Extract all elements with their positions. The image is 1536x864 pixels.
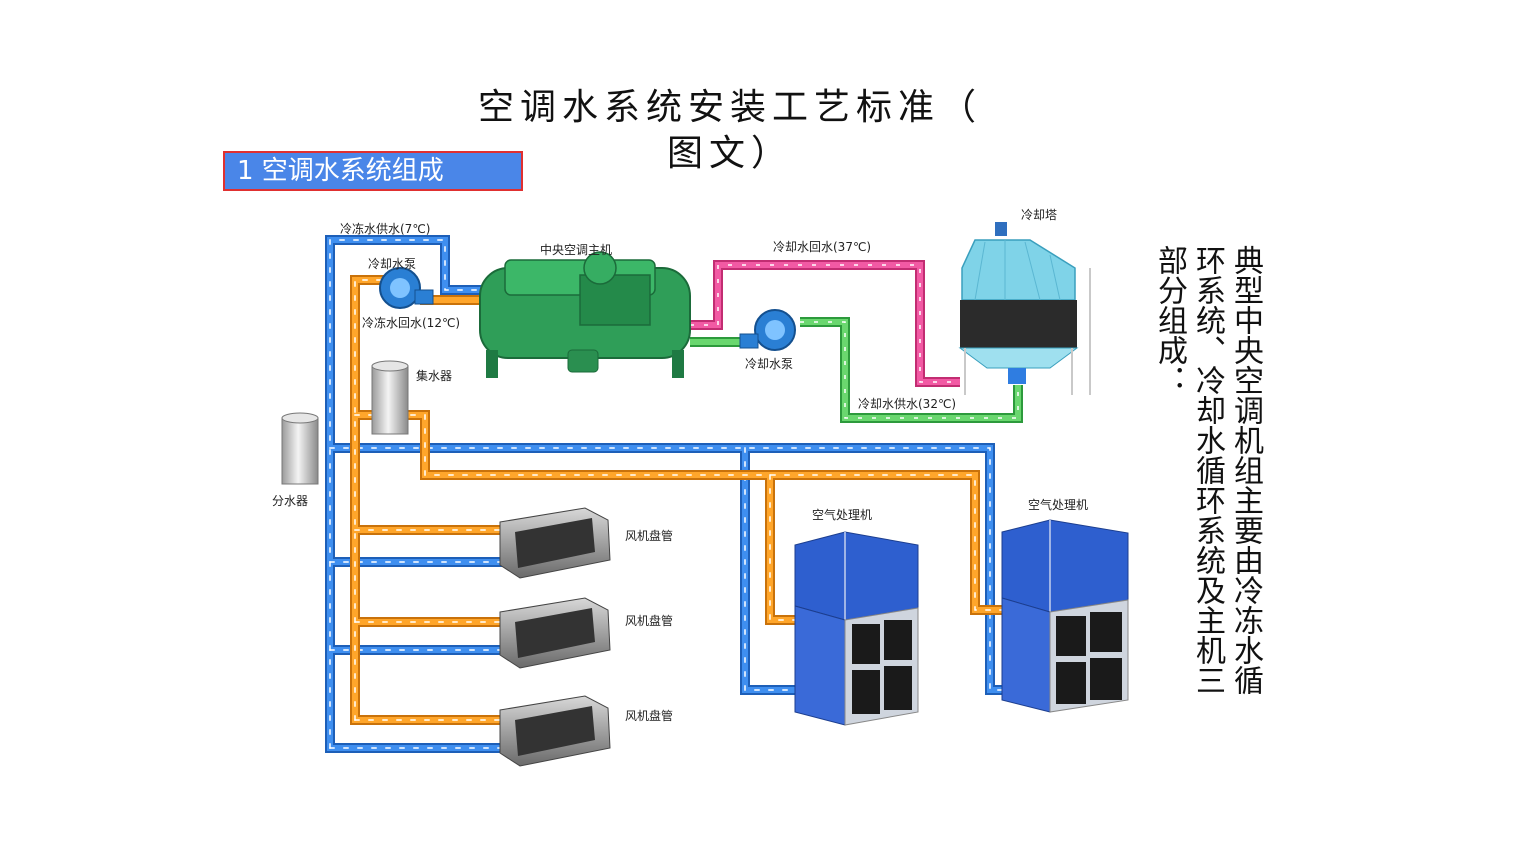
chiller-unit <box>479 251 691 378</box>
label-distributor: 分水器 <box>272 494 308 508</box>
label-cooling-return: 冷却水回水(37℃) <box>773 240 871 254</box>
label-cooling-tower: 冷却塔 <box>1021 208 1057 222</box>
side-description: 典型中央空调机组主要由冷冻水循环系统、冷却水循环系统及主机三部分组成： <box>1152 245 1263 695</box>
section-label: 1 空调水系统组成 <box>223 151 523 191</box>
fan-coil-unit-1 <box>499 507 611 579</box>
return-water-pipes <box>350 275 1035 725</box>
fan-coil-unit-3 <box>499 695 611 767</box>
label-chilled-return: 冷冻水回水(12℃) <box>362 315 460 330</box>
air-handling-unit-2 <box>1001 519 1129 713</box>
water-distributor <box>281 412 319 485</box>
label-ahu-2: 空气处理机 <box>1028 497 1088 512</box>
label-cooling-pump: 冷却水泵 <box>745 357 793 371</box>
label-ahu-1: 空气处理机 <box>812 507 872 522</box>
chilled-water-pump <box>379 267 434 309</box>
air-handling-unit-1 <box>794 531 919 726</box>
label-chilled-pump: 冷却水泵 <box>368 257 416 271</box>
cooling-return-pipe <box>690 260 960 387</box>
label-fan-coil-3: 风机盘管 <box>625 708 673 723</box>
label-chilled-supply: 冷冻水供水(7℃) <box>340 221 430 236</box>
page-title-line-2: 图文） <box>666 133 793 174</box>
label-fan-coil-2: 风机盘管 <box>625 613 673 628</box>
fan-coil-unit-2 <box>499 597 611 669</box>
label-collector: 集水器 <box>416 368 452 383</box>
cooling-tower <box>958 222 1091 395</box>
cooling-water-pump <box>739 309 796 351</box>
label-chiller: 中央空调主机 <box>540 242 612 257</box>
label-cooling-supply: 冷却水供水(32℃) <box>858 397 956 411</box>
label-fan-coil-1: 风机盘管 <box>625 528 673 543</box>
page-title-line-1: 空调水系统安装工艺标准（ <box>477 87 982 128</box>
water-collector <box>371 360 409 435</box>
